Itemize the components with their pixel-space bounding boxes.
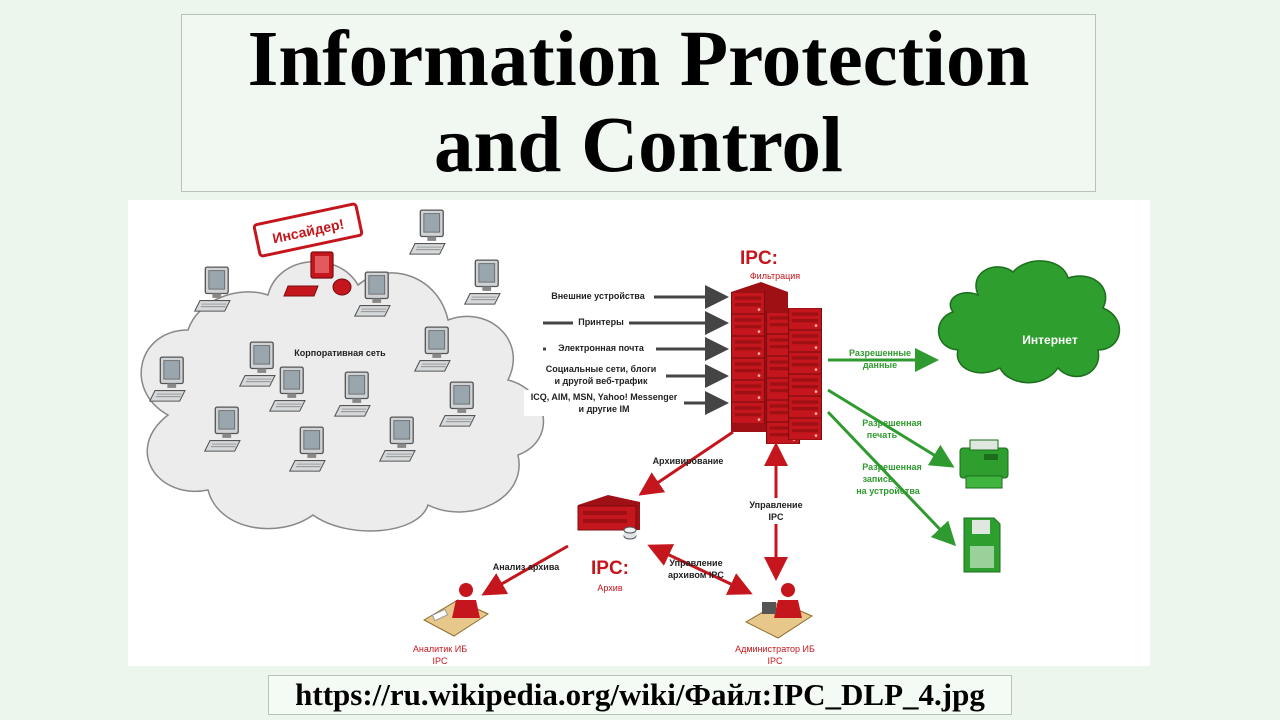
title-box: Information Protection and Control: [181, 14, 1096, 192]
allowed-data-line2: данные: [863, 360, 897, 370]
analyst-role-line2: IPC: [432, 656, 448, 666]
allowed-write-line1: Разрешенная: [862, 462, 922, 472]
analyst-desk-icon: [422, 583, 490, 637]
source-url-caption: https://ru.wikipedia.org/wiki/Файл:IPC_D…: [268, 675, 1012, 715]
channel-label-1: Внешние устройства: [551, 291, 645, 301]
corporate-network-cloud: Инсайдер! Корпоративная сеть: [140, 202, 545, 532]
channel-label-3: Электронная почта: [558, 343, 645, 353]
allowed-arrows: [826, 348, 957, 547]
insider-badge: Инсайдер!: [252, 202, 364, 258]
archive-title: IPC:: [591, 558, 629, 579]
allowed-labels: Разрешенные данные Разрешенная печать Ра…: [849, 348, 922, 496]
channel-label-5-line2: и другие IM: [579, 404, 630, 414]
allowed-write-line3: на устройства: [856, 486, 920, 496]
archiving-label: Архивирование: [653, 456, 724, 466]
filter-title: IPC:: [740, 248, 778, 269]
archive-server-icon: [577, 495, 640, 540]
channel-label-5-line1: ICQ, AIM, MSN, Yahoo! Messenger: [531, 392, 678, 402]
admin-role-line2: IPC: [767, 656, 783, 666]
internet-cloud: Интернет: [937, 260, 1120, 384]
floppy-disk-icon: [963, 517, 1001, 573]
channel-labels: Внешние устройства Принтеры Электронная …: [524, 289, 684, 416]
ipc-management-line1: Управление: [749, 500, 802, 510]
insider-workstation-icon: [283, 251, 352, 297]
channel-label-4-line1: Социальные сети, блоги: [546, 364, 657, 374]
allowed-write-line2: запись: [863, 474, 894, 484]
archive-subtitle: Архив: [597, 583, 622, 593]
channel-label-4-line2: и другой веб-трафик: [555, 376, 648, 386]
archive-management-line2: архивом IPC: [668, 570, 724, 580]
channel-label-2: Принтеры: [578, 317, 624, 327]
archive-management-line1: Управление: [669, 558, 722, 568]
filter-subtitle: Фильтрация: [750, 271, 800, 281]
archive-analysis-label: Анализ архива: [493, 562, 561, 572]
corporate-network-label: Корпоративная сеть: [294, 348, 386, 358]
printer-icon: [959, 439, 1009, 489]
title-line-1: Information Protection: [247, 16, 1030, 103]
title-line-2: and Control: [433, 102, 843, 189]
internet-label: Интернет: [1022, 333, 1078, 347]
admin-desk-icon: [744, 583, 814, 639]
ipc-dlp-diagram: Инсайдер! Корпоративная сеть Внешние уст…: [140, 202, 1120, 666]
allowed-print-line2: печать: [867, 430, 898, 440]
ipc-filter-server-icon: [731, 282, 822, 444]
analyst-role-line1: Аналитик ИБ: [413, 644, 467, 654]
red-flows: [481, 430, 788, 596]
ipc-management-line2: IPC: [768, 512, 784, 522]
admin-role-line1: Администратор ИБ: [735, 644, 815, 654]
red-flow-labels: Архивирование Управление IPC Анализ архи…: [493, 456, 806, 580]
allowed-print-line1: Разрешенная: [862, 418, 922, 428]
allowed-data-line1: Разрешенные: [849, 348, 911, 358]
diagram-panel: Инсайдер! Корпоративная сеть Внешние уст…: [128, 200, 1150, 666]
